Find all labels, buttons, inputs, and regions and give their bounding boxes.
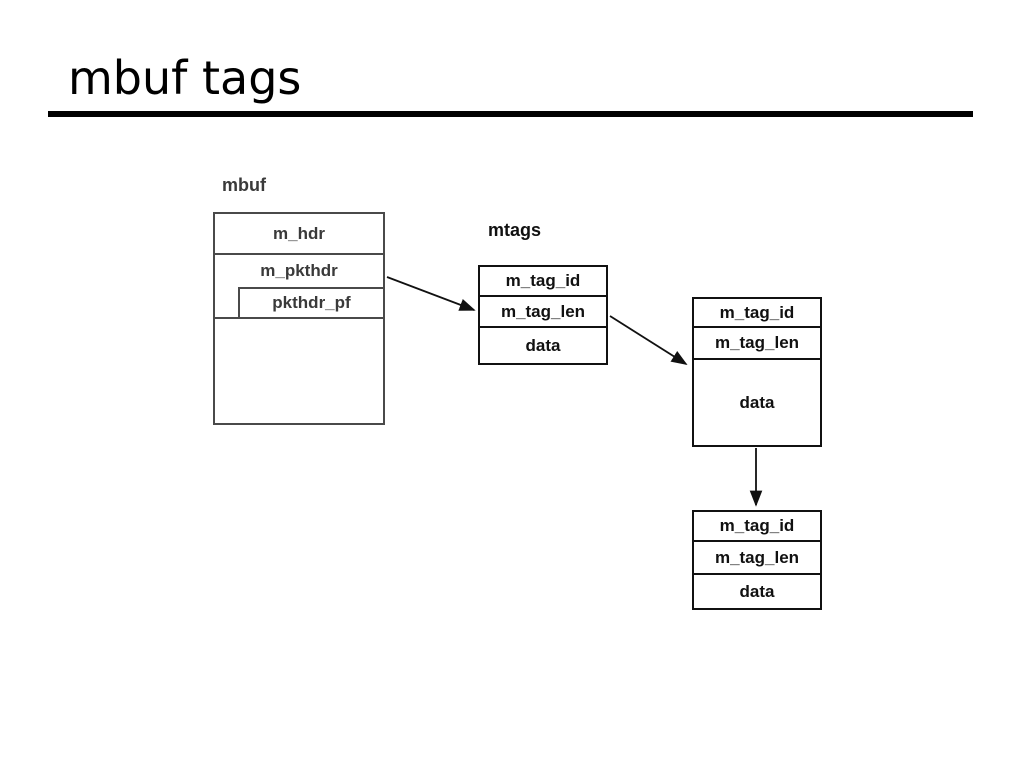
mbuf-row-m-pkthdr: m_pkthdr <box>260 261 338 280</box>
tag3-row-m-tag-id: m_tag_id <box>694 512 820 542</box>
mbuf-label: mbuf <box>222 175 266 195</box>
mtags-row-m-tag-id: m_tag_id <box>480 267 606 297</box>
tag3-struct-box: m_tag_id m_tag_len data <box>692 510 822 610</box>
tag2-row-data: data <box>739 392 775 412</box>
tag3-row-data: data <box>739 581 775 601</box>
arrow-pkthdr-to-mtags <box>386 276 476 311</box>
mtags-row-data: data <box>525 335 561 355</box>
tag2-struct-box: m_tag_id m_tag_len data <box>692 297 822 447</box>
tag2-row-m-tag-len: m_tag_len <box>694 328 820 360</box>
arrow-mtags-to-tag2 <box>609 315 688 365</box>
mbuf-section-divider <box>215 317 383 319</box>
mtags-struct-box: m_tag_id m_tag_len data <box>478 265 608 365</box>
title-underline <box>48 111 973 117</box>
tag2-row-m-tag-id: m_tag_id <box>694 299 820 328</box>
mbuf-struct-box: m_hdr m_pkthdr pkthdr_pf <box>213 212 385 425</box>
mtags-row-m-tag-len: m_tag_len <box>480 297 606 328</box>
tag3-row-m-tag-len: m_tag_len <box>694 542 820 575</box>
page-title: mbuf tags <box>68 51 302 105</box>
mbuf-row-m-hdr: m_hdr <box>215 214 383 255</box>
mtags-label: mtags <box>488 220 542 240</box>
mbuf-inset-pkthdr-pf: pkthdr_pf <box>238 287 383 317</box>
